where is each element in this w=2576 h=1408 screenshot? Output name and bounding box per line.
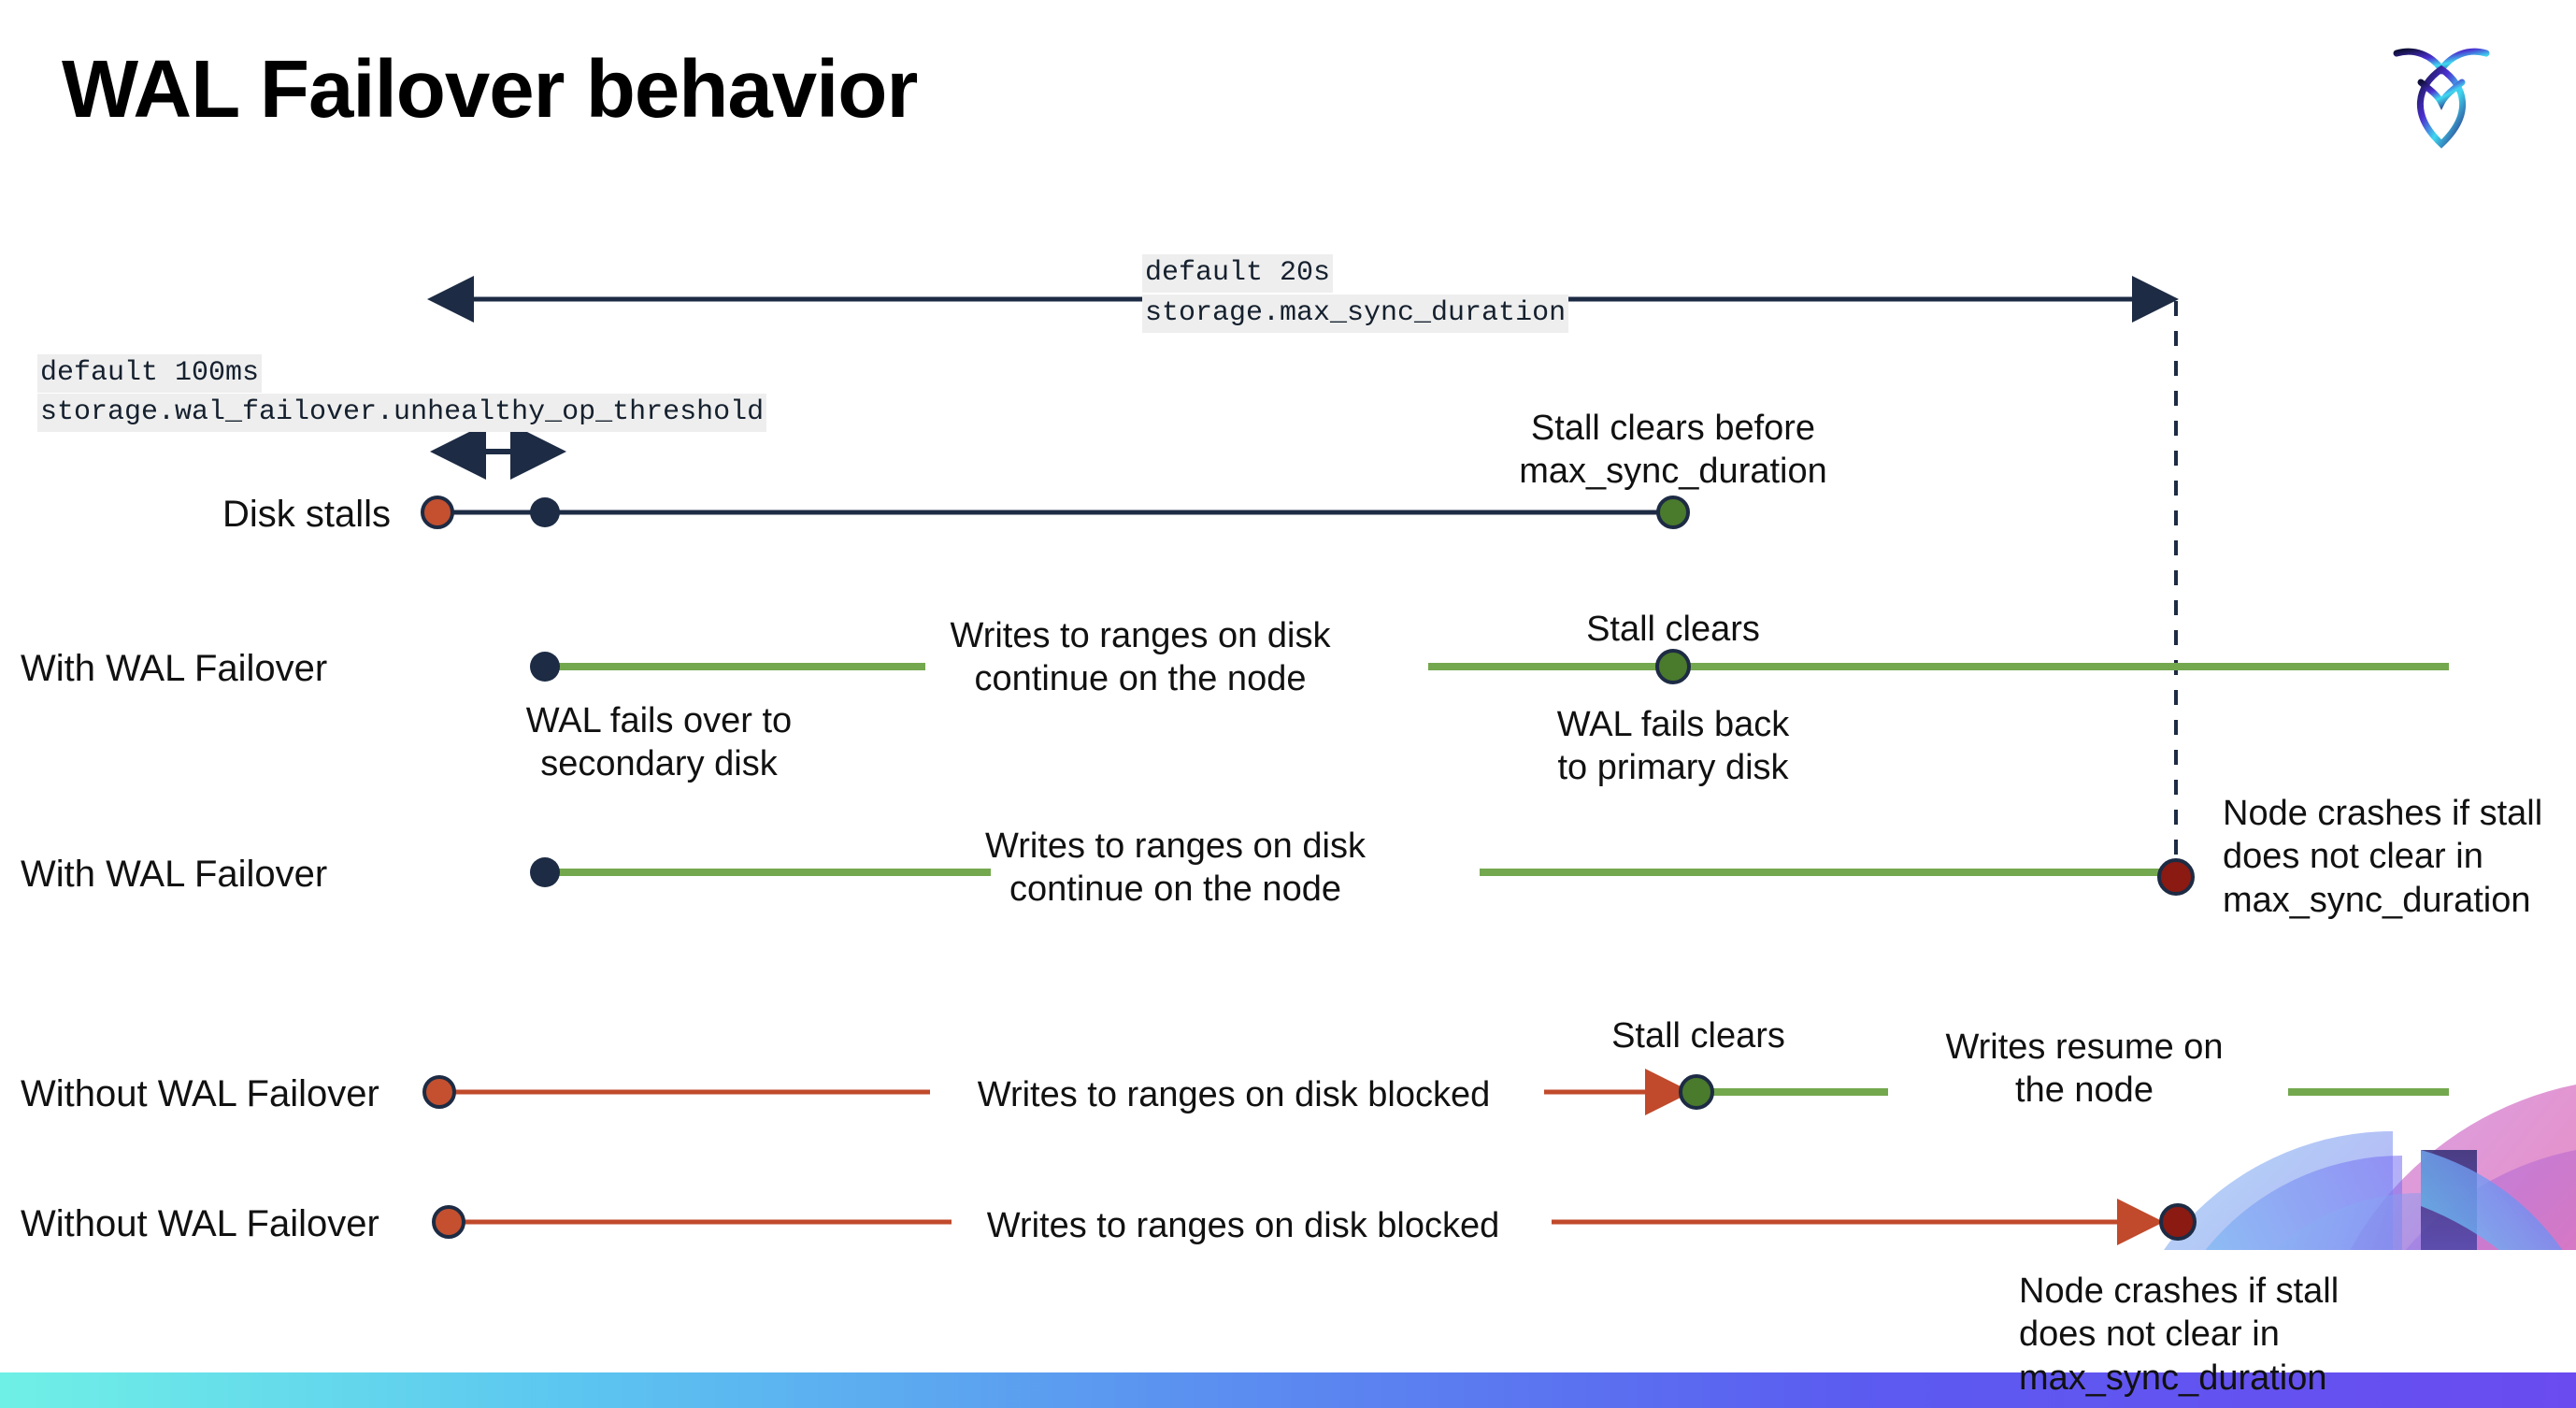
row1-stall-start-dot <box>421 496 454 529</box>
row2-stall-clears-dot <box>1655 649 1691 684</box>
annotation-wal-fails-back: WAL fails back to primary disk <box>1556 705 1790 788</box>
row1-failover-dot <box>530 497 560 527</box>
row4-stall-clears-dot <box>1679 1074 1714 1110</box>
row3-failover-dot <box>530 857 560 887</box>
max-sync-default-label: default 20s <box>1142 254 1334 293</box>
annotation-writes-blocked-row5: Writes to ranges on disk blocked <box>986 1206 1500 1245</box>
row-label-without-wal-failover-1: Without WAL Failover <box>21 1073 379 1114</box>
unhealthy-op-setting-name: storage.wal_failover.unhealthy_op_thresh… <box>37 394 767 432</box>
row-label-with-wal-failover-2: With WAL Failover <box>21 854 328 895</box>
row2-failover-dot <box>530 652 560 682</box>
annotation-writes-continue-row2: Writes to ranges on disk continue on the… <box>950 616 1331 699</box>
annotation-wal-fails-over: WAL fails over to secondary disk <box>525 701 793 784</box>
row1-stall-clears-dot <box>1656 496 1690 529</box>
row4-stall-start-dot <box>422 1075 456 1109</box>
page-title: WAL Failover behavior <box>62 44 918 135</box>
annotation-node-crashes-row3: Node crashes if stall does not clear in … <box>2223 794 2543 920</box>
annotation-writes-blocked-row4: Writes to ranges on disk blocked <box>977 1075 1491 1114</box>
cockroach-labs-logo-icon <box>2385 28 2497 159</box>
bottom-gradient-bar <box>0 1372 2576 1408</box>
row3-node-crash-dot <box>2157 858 2195 896</box>
annotation-writes-resume: Writes resume on the node <box>1945 1027 2224 1111</box>
unhealthy-op-default-label: default 100ms <box>37 354 263 393</box>
row5-node-crash-dot <box>2159 1203 2197 1241</box>
annotation-stall-clears-before: Stall clears before max_sync_duration <box>1519 409 1827 492</box>
annotation-stall-clears-row4: Stall clears <box>1611 1016 1785 1056</box>
annotation-node-crashes-row5: Node crashes if stall does not clear in … <box>2019 1272 2340 1398</box>
row-label-with-wal-failover-1: With WAL Failover <box>21 648 328 689</box>
row-label-without-wal-failover-2: Without WAL Failover <box>21 1203 379 1244</box>
row-label-disk-stalls: Disk stalls <box>222 494 392 535</box>
annotation-writes-continue-row3: Writes to ranges on disk continue on the… <box>985 826 1366 910</box>
annotation-stall-clears-row2: Stall clears <box>1586 610 1760 649</box>
row5-stall-start-dot <box>432 1205 465 1239</box>
max-sync-setting-name: storage.max_sync_duration <box>1142 295 1569 333</box>
